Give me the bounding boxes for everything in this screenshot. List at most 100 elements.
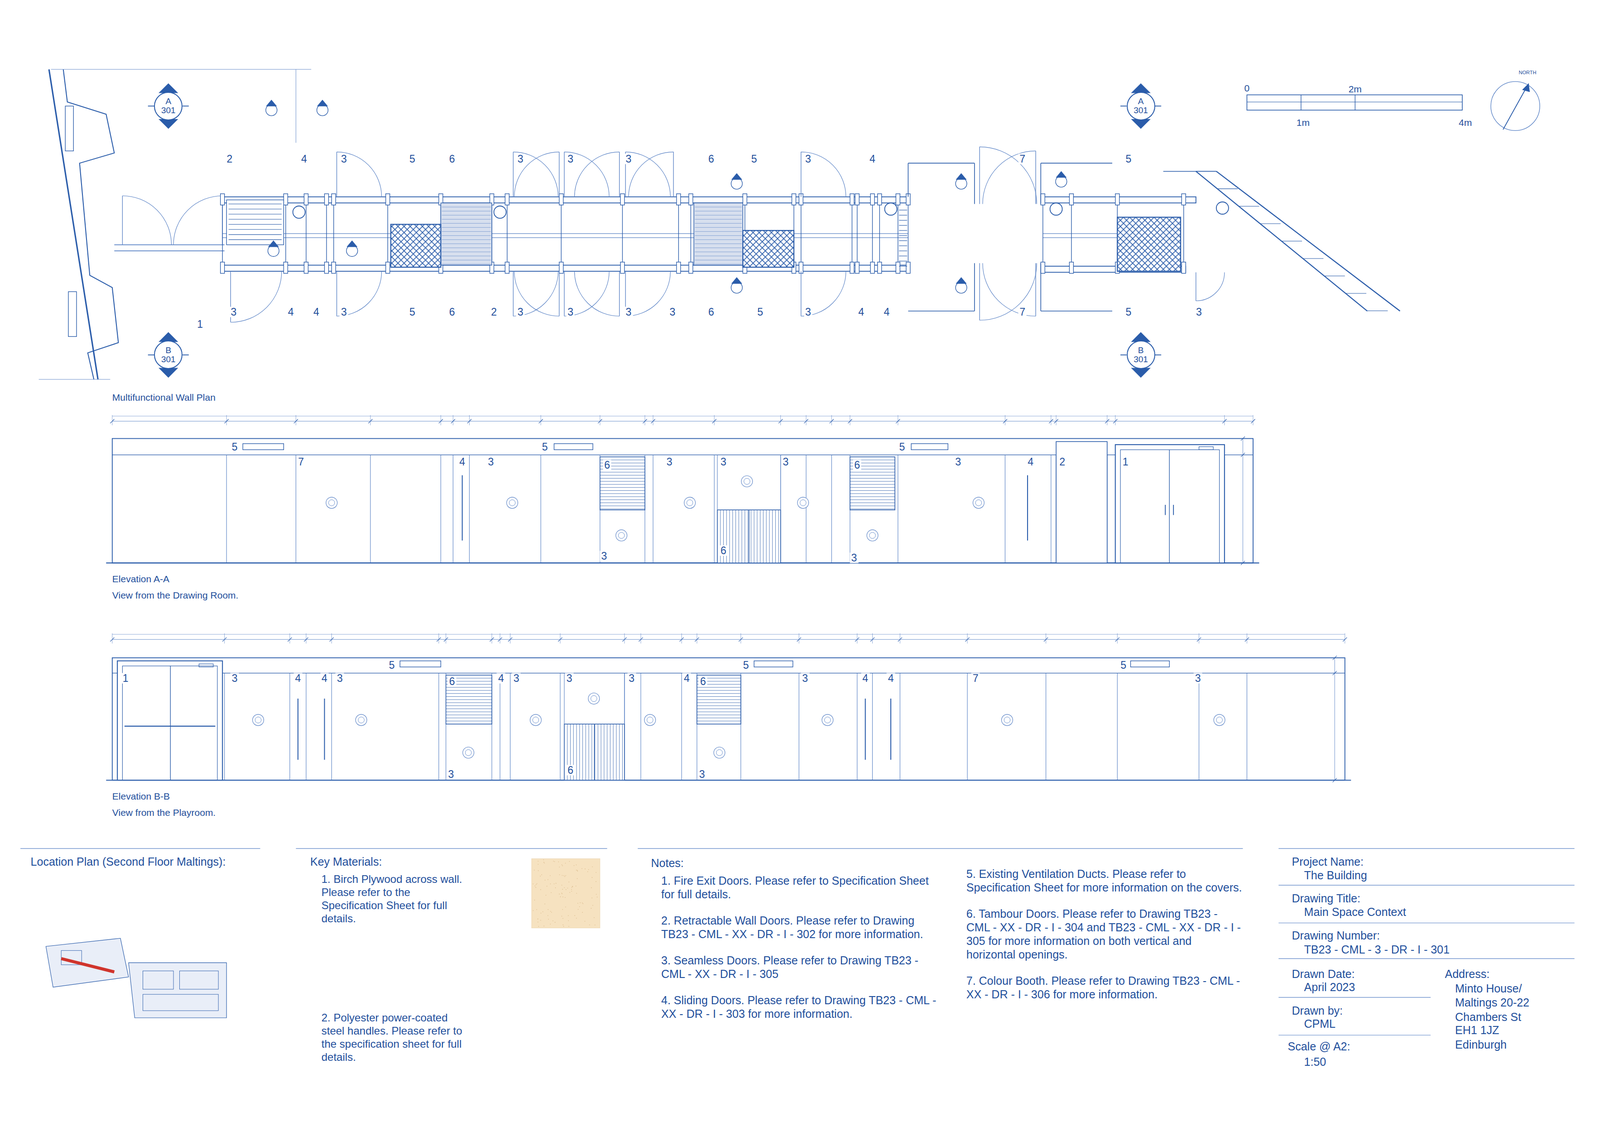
door-closer: [1198, 446, 1214, 451]
tambour-slat: [442, 259, 491, 261]
post: [283, 193, 288, 206]
post: [850, 193, 855, 206]
detail-marker-arrow: [268, 240, 279, 248]
door-leaf: [336, 152, 337, 197]
module-edge: [897, 202, 899, 265]
wood-grain: [541, 874, 543, 876]
wood-grain: [561, 893, 563, 895]
section-letter: B: [165, 345, 172, 356]
vent-cover: [1130, 661, 1170, 668]
tambour-slat: [442, 215, 491, 216]
handle: [590, 695, 598, 702]
wood-grain: [567, 915, 569, 917]
drawing-line: [1040, 163, 1113, 164]
callout-number: 3: [781, 456, 791, 468]
section-heading: Key Materials:: [310, 855, 382, 869]
tambour-slat: [696, 687, 741, 688]
dimension-extension: [1045, 633, 1047, 644]
door-leaf: [979, 146, 980, 204]
drawing-line: [1196, 171, 1368, 312]
module-edge: [851, 202, 853, 265]
dimension-extension: [440, 415, 442, 426]
dimension-extension: [967, 633, 968, 644]
dimension-extension: [438, 633, 439, 644]
panel-joint: [509, 673, 511, 781]
tambour-slat: [446, 708, 492, 710]
location-room: [142, 970, 174, 990]
post: [1040, 262, 1045, 274]
wood-grain: [584, 921, 586, 923]
slat: [898, 245, 908, 246]
vent-cover: [553, 443, 593, 451]
tambour-slat: [850, 487, 895, 488]
callout-number: 4: [496, 672, 506, 684]
section-tick: [182, 105, 189, 107]
callout-number: 3: [339, 153, 349, 165]
section-arrow: [158, 368, 178, 378]
handle: [462, 747, 475, 759]
vent-cover: [399, 661, 441, 668]
view-subtitle: View from the Drawing Room.: [112, 590, 239, 602]
tambour-slat: [694, 219, 742, 220]
view-subtitle: View from the Playroom.: [112, 807, 216, 819]
location-building: [128, 962, 227, 1019]
panic-bar: [124, 725, 216, 727]
tambour-slat: [442, 211, 491, 212]
dimension-extension: [714, 415, 715, 426]
stair-tick: [1196, 171, 1217, 172]
retractable-door: [226, 199, 284, 245]
door-leaf: [563, 271, 565, 317]
callout-number: 3: [516, 307, 525, 318]
callout-number: 3: [624, 153, 634, 165]
door-leaf: [1035, 150, 1036, 204]
title-block-text: Edinburgh: [1455, 1037, 1507, 1052]
callout-number: 4: [856, 307, 866, 318]
tambour-slat: [778, 509, 779, 563]
module-edge: [690, 202, 692, 265]
dimension-extension: [289, 633, 290, 644]
post: [1181, 262, 1186, 274]
drawing-line: [716, 455, 718, 511]
drawing: [20, 69, 1575, 1036]
post: [385, 262, 390, 274]
door-split: [594, 724, 596, 781]
window: [65, 105, 74, 151]
handle: [741, 475, 753, 488]
section-marker: A301: [1126, 91, 1156, 121]
module-edge: [856, 202, 858, 265]
tambour-slat: [741, 509, 743, 563]
wood-grain: [563, 887, 565, 889]
post: [688, 262, 693, 274]
tambour-slat: [442, 239, 491, 241]
door-swing: [574, 152, 620, 197]
dimension-extension: [1117, 633, 1118, 644]
note-text: 6. Tambour Doors. Please refer to Drawin…: [966, 907, 1243, 962]
module-edge: [678, 202, 679, 265]
wood-grain: [575, 885, 577, 887]
callout-number: 3: [335, 672, 345, 684]
handle: [615, 529, 628, 542]
wood-grain: [587, 871, 589, 873]
section-tick: [148, 354, 155, 356]
handle: [252, 714, 265, 726]
sliding-handle: [1027, 475, 1029, 541]
stair-tick: [1302, 258, 1324, 259]
callout-number: 5: [230, 441, 240, 452]
callout-number: 5: [387, 659, 397, 671]
slat: [898, 215, 908, 216]
note-text: 5. Existing Ventilation Ducts. Please re…: [966, 867, 1243, 895]
wood-grain: [538, 864, 539, 865]
dimension-tick: [1332, 655, 1337, 660]
post: [1040, 193, 1045, 206]
note-text: 2. Retractable Wall Doors. Please refer …: [661, 913, 941, 942]
post: [303, 262, 308, 274]
wood-grain: [553, 883, 555, 885]
dimension-line: [112, 639, 1346, 640]
callout-number: 1: [121, 672, 130, 684]
panel-joint: [1117, 673, 1118, 781]
tambour-slat: [772, 509, 773, 563]
panel-joint: [897, 455, 899, 564]
section-marker: B301: [1126, 340, 1156, 370]
door-leaf: [558, 271, 560, 317]
title-block-text: Minto House/: [1455, 981, 1522, 996]
